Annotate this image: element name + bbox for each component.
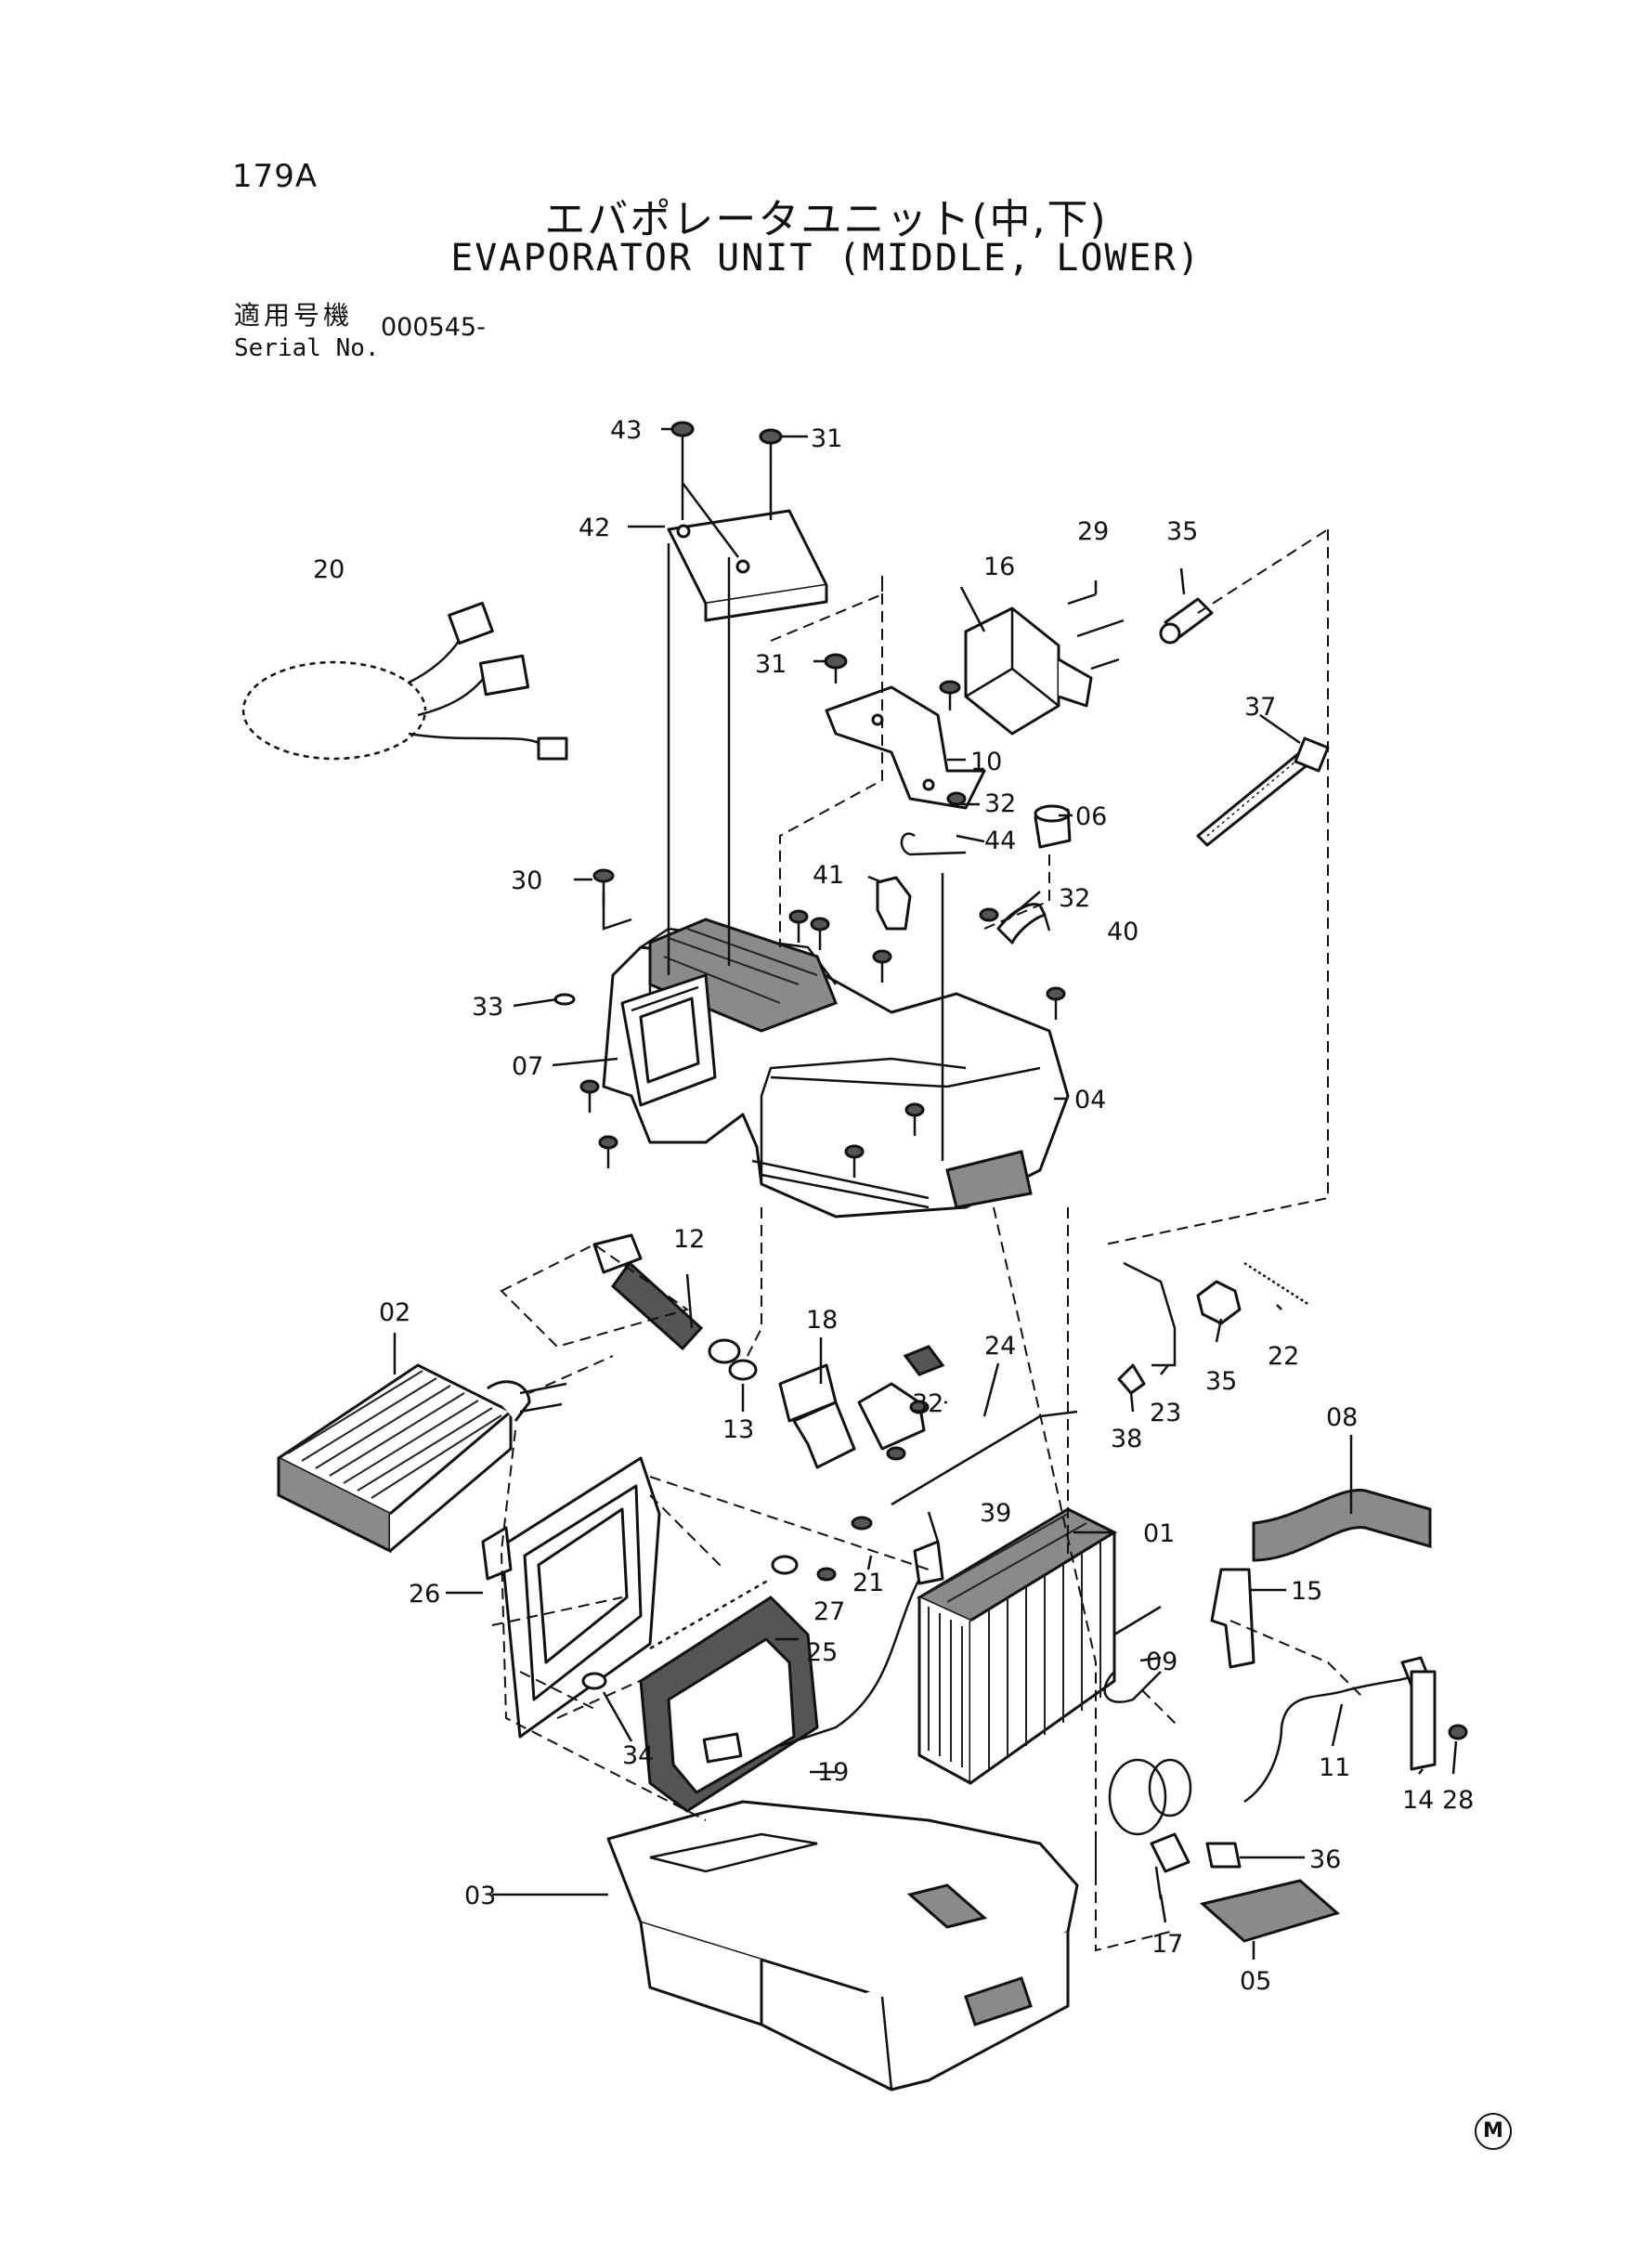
valve-part <box>778 1345 945 1469</box>
callout-12: 12 <box>673 1225 705 1254</box>
callout-23: 23 <box>1150 1399 1181 1427</box>
serial-label-english: Serial No. <box>234 334 380 362</box>
callout-13: 13 <box>722 1415 754 1444</box>
callout-20: 20 <box>313 555 345 584</box>
callout-36: 36 <box>1309 1845 1341 1874</box>
lower-housing-part <box>606 1800 1079 2091</box>
evaporator-core-part <box>916 1507 1118 1785</box>
clip-part <box>900 832 967 856</box>
heater-core-part <box>277 1363 567 1554</box>
sensor-part <box>913 1540 944 1585</box>
trademark-circle-m: M <box>1475 2113 1512 2150</box>
assembly-guide-lines <box>491 451 1366 1952</box>
callout-14: 14 <box>1402 1786 1434 1815</box>
title-japanese: エバポレータユニット(中,下) <box>544 196 1108 243</box>
callout-40: 40 <box>1107 918 1138 946</box>
callout-32: 32 <box>984 789 1016 818</box>
callout-44: 44 <box>984 827 1016 855</box>
tube-part <box>1243 1674 1412 1804</box>
callout-25: 25 <box>806 1638 838 1667</box>
callout-09: 09 <box>1146 1648 1177 1676</box>
seal-part <box>1205 1842 1242 1869</box>
callout-04: 04 <box>1074 1086 1106 1114</box>
callout-17: 17 <box>1151 1930 1183 1959</box>
actuator-motor-part <box>964 593 1214 736</box>
clamp-part <box>1210 1568 1255 1669</box>
top-cover-part <box>667 509 828 622</box>
callout-27: 27 <box>813 1597 845 1626</box>
callout-35: 35 <box>1205 1367 1237 1396</box>
callout-16: 16 <box>983 553 1015 581</box>
callout-03: 03 <box>464 1882 496 1910</box>
leader-lines <box>393 427 1458 1960</box>
clamp-part <box>996 903 1047 945</box>
serial-label-japanese: 適用号機 <box>234 300 354 331</box>
wire-harness-part <box>241 601 568 762</box>
callout-08: 08 <box>1326 1403 1358 1432</box>
callout-15: 15 <box>1291 1577 1322 1606</box>
callout-10: 10 <box>970 748 1002 776</box>
cable-tie-part <box>1196 736 1330 847</box>
filter-part <box>639 1577 819 1813</box>
bracket-part <box>1410 1670 1437 1771</box>
callout-26: 26 <box>409 1580 440 1609</box>
callout-38: 38 <box>1111 1425 1142 1453</box>
callout-34: 34 <box>622 1741 654 1770</box>
callout-32: 32 <box>912 1389 943 1418</box>
callout-19: 19 <box>817 1758 849 1787</box>
callout-30: 30 <box>511 866 542 895</box>
callout-37: 37 <box>1244 693 1276 722</box>
callout-01: 01 <box>1143 1519 1175 1548</box>
callout-33: 33 <box>472 993 503 1022</box>
callout-02: 02 <box>379 1298 410 1327</box>
callout-07: 07 <box>512 1052 543 1081</box>
page-number: 179A <box>232 158 319 195</box>
callout-32: 32 <box>1059 884 1090 913</box>
callout-42: 42 <box>579 514 610 542</box>
callout-28: 28 <box>1442 1786 1474 1815</box>
frame-part <box>481 1456 661 1739</box>
callout-29: 29 <box>1077 517 1109 546</box>
middle-housing-part <box>602 918 1070 1218</box>
seal-strip-part <box>1252 1489 1432 1562</box>
callout-18: 18 <box>806 1306 838 1335</box>
callout-41: 41 <box>813 861 844 890</box>
pipe-part <box>1123 1261 1177 1367</box>
callout-43: 43 <box>610 416 642 445</box>
callout-24: 24 <box>984 1332 1016 1361</box>
holder-part <box>876 876 912 931</box>
hose-part <box>592 1233 758 1381</box>
callout-05: 05 <box>1240 1967 1271 1996</box>
bracket-part <box>825 680 986 810</box>
pad-part <box>1199 1879 1341 1943</box>
callout-39: 39 <box>980 1499 1011 1528</box>
callout-06: 06 <box>1075 802 1107 831</box>
sensor-wire-part <box>779 1578 921 1748</box>
callout-31: 31 <box>755 650 787 679</box>
serial-number-value: 000545- <box>381 313 486 342</box>
callout-labels: 43 31 42 20 16 29 35 37 31 10 32 06 44 3… <box>313 416 1474 1996</box>
callout-11: 11 <box>1319 1753 1350 1782</box>
screw-fastener <box>670 421 848 684</box>
callout-35: 35 <box>1166 517 1198 546</box>
callout-22: 22 <box>1268 1342 1299 1371</box>
pipe-part <box>1103 1605 1162 1703</box>
expansion-valve-part <box>1108 1758 1192 1900</box>
callout-31: 31 <box>811 424 842 453</box>
title-english: EVAPORATOR UNIT (MIDDLE, LOWER) <box>450 237 1202 280</box>
callout-21: 21 <box>852 1569 884 1597</box>
